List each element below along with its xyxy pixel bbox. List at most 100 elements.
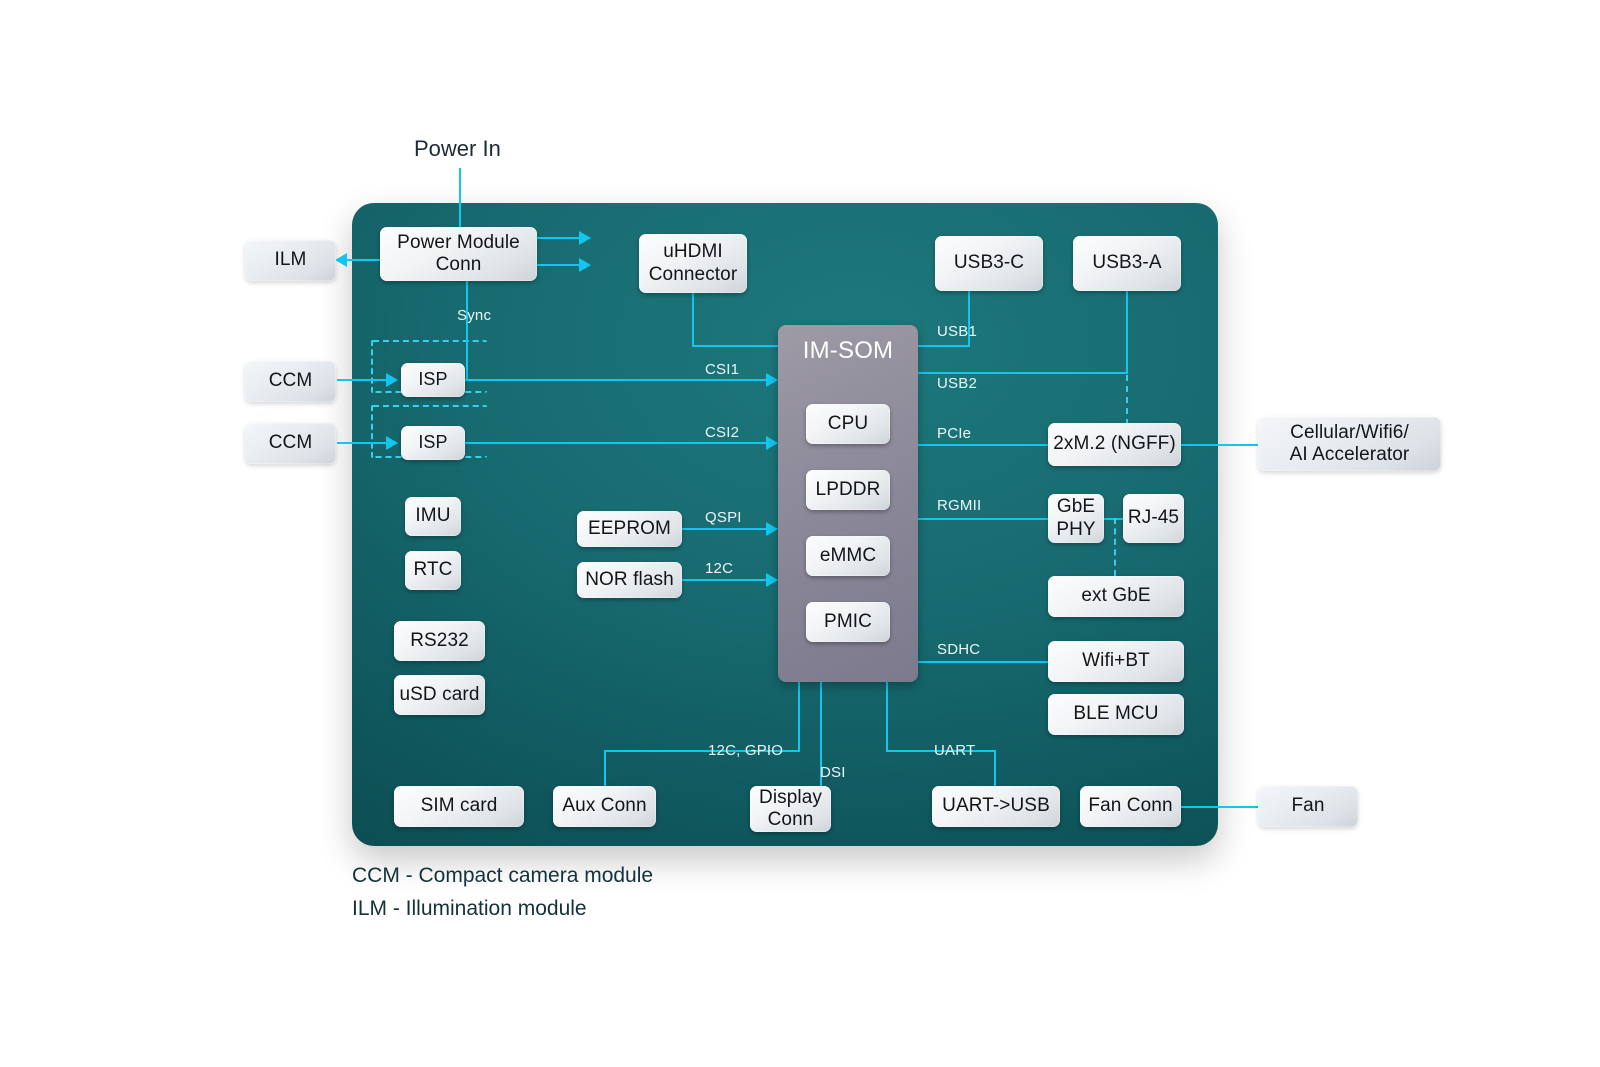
block-sim-card[interactable]: SIM card [394, 786, 524, 827]
block-isp-1[interactable]: ISP [401, 363, 465, 397]
block-gbe-phy[interactable]: GbE PHY [1048, 494, 1104, 543]
block-m2-ngff[interactable]: 2xM.2 (NGFF) [1048, 423, 1181, 466]
cellular-line [1181, 444, 1260, 446]
block-power-module-conn[interactable]: Power Module Conn [380, 227, 537, 281]
i2c-gpio-line-v2 [604, 750, 606, 787]
bus-label-dsi: DSI [820, 764, 846, 781]
bus-label-pcie: PCIe [937, 425, 972, 442]
uhdmi-line-h [692, 345, 780, 347]
uart-usb-label: UART->USB [942, 795, 1050, 817]
pmic-label: PMIC [824, 610, 872, 632]
block-nor-flash[interactable]: NOR flash [577, 562, 682, 598]
csi2-arrow [766, 436, 778, 450]
ilm-label: ILM [274, 249, 307, 271]
bus-label-csi1: CSI1 [705, 361, 740, 378]
cellular-ai-label: Cellular/Wifi6/ AI Accelerator [1289, 421, 1410, 465]
bus-label-sdhc: SDHC [937, 641, 981, 658]
uhdmi-connector-label: uHDMI Connector [648, 241, 738, 285]
bus-label-uart: UART [934, 742, 976, 759]
i2c-nor-line [682, 579, 768, 581]
ilm-arrow [335, 253, 347, 267]
rs232-label: RS232 [410, 629, 469, 651]
qspi-arrow [766, 522, 778, 536]
block-usb3-a[interactable]: USB3-A [1073, 236, 1181, 291]
block-display-conn[interactable]: Display Conn [750, 786, 831, 832]
external-block-fan[interactable]: Fan [1258, 786, 1358, 827]
block-im-som[interactable]: IM-SOM CPU LPDDR eMMC PMIC [778, 325, 918, 682]
block-ext-gbe[interactable]: ext GbE [1048, 576, 1184, 617]
som-block-pmic[interactable]: PMIC [806, 602, 890, 642]
block-usd-card[interactable]: uSD card [394, 675, 485, 715]
sync-line [466, 281, 468, 379]
rj45-label: RJ-45 [1127, 507, 1180, 529]
usb2-line-h [918, 372, 1128, 374]
usb2-line-v [1126, 291, 1128, 374]
sim-card-label: SIM card [420, 795, 498, 817]
lpddr-label: LPDDR [815, 478, 881, 500]
display-conn-label: Display Conn [759, 786, 822, 830]
external-block-cellular-ai[interactable]: Cellular/Wifi6/ AI Accelerator [1258, 417, 1441, 471]
som-block-emmc[interactable]: eMMC [806, 536, 890, 576]
external-block-ccm-1[interactable]: CCM [245, 361, 336, 402]
i2c-nor-arrow [766, 573, 778, 587]
fan-line [1181, 806, 1260, 808]
block-isp-2[interactable]: ISP [401, 426, 465, 460]
imu-label: IMU [415, 505, 451, 527]
bus-label-sync: Sync [457, 307, 492, 324]
wifi-bt-label: Wifi+BT [1082, 650, 1150, 672]
nor-flash-label: NOR flash [585, 568, 674, 590]
fan-label: Fan [1291, 795, 1325, 817]
block-uhdmi-connector[interactable]: uHDMI Connector [639, 234, 747, 293]
fan-conn-label: Fan Conn [1088, 795, 1173, 817]
ilm-line [347, 259, 380, 261]
ble-mcu-label: BLE MCU [1073, 703, 1159, 725]
external-block-ccm-2[interactable]: CCM [245, 423, 336, 464]
usb2-m2-dashed-line [1126, 375, 1128, 425]
block-eeprom[interactable]: EEPROM [577, 511, 682, 547]
legend-item-ilm: ILM - Illumination module [352, 897, 587, 920]
block-aux-conn[interactable]: Aux Conn [553, 786, 656, 827]
uart-line-h [886, 750, 996, 752]
usb3-c-label: USB3-C [953, 252, 1025, 274]
usb1-line-v [968, 291, 970, 347]
aux-conn-label: Aux Conn [562, 795, 647, 817]
power-out-arrow-1 [579, 231, 591, 245]
i2c-gpio-line-h [604, 750, 800, 752]
bus-label-i2c-nor: 12C [705, 560, 734, 577]
csi1-line [465, 379, 768, 381]
rtc-label: RTC [413, 559, 453, 581]
block-uart-usb[interactable]: UART->USB [932, 786, 1060, 827]
power-out-line-1 [537, 237, 581, 239]
uart-line-v2 [994, 750, 996, 787]
power-out-arrow-2 [579, 258, 591, 272]
bus-label-usb1: USB1 [937, 323, 977, 340]
csi1-arrow [766, 373, 778, 387]
block-ble-mcu[interactable]: BLE MCU [1048, 694, 1184, 735]
ccm-2-arrow [386, 436, 398, 450]
bus-label-i2c-gpio: 12C, GPIO [708, 742, 784, 759]
isp-2-label: ISP [418, 432, 448, 453]
external-block-ilm[interactable]: ILM [245, 240, 336, 281]
block-usb3-c[interactable]: USB3-C [935, 236, 1043, 291]
block-fan-conn[interactable]: Fan Conn [1080, 786, 1181, 827]
block-wifi-bt[interactable]: Wifi+BT [1048, 641, 1184, 682]
power-in-line [459, 168, 461, 250]
block-rs232[interactable]: RS232 [394, 621, 485, 661]
som-block-cpu[interactable]: CPU [806, 404, 890, 444]
im-som-title: IM-SOM [802, 337, 894, 364]
m2-ngff-label: 2xM.2 (NGFF) [1053, 433, 1176, 455]
ccm-1-line [337, 379, 387, 381]
block-rj45[interactable]: RJ-45 [1123, 494, 1184, 543]
som-block-lpddr[interactable]: LPDDR [806, 470, 890, 510]
block-rtc[interactable]: RTC [405, 551, 461, 590]
power-out-line-2 [537, 264, 581, 266]
block-imu[interactable]: IMU [405, 497, 461, 536]
ccm-2-label: CCM [268, 432, 313, 454]
ext-gbe-label: ext GbE [1081, 585, 1151, 607]
bus-label-qspi: QSPI [705, 509, 742, 526]
bus-label-rgmii: RGMII [937, 497, 982, 514]
csi2-line [465, 442, 768, 444]
ccm-2-line [337, 442, 387, 444]
isp-1-label: ISP [418, 369, 448, 390]
power-module-conn-label: Power Module Conn [397, 231, 520, 275]
